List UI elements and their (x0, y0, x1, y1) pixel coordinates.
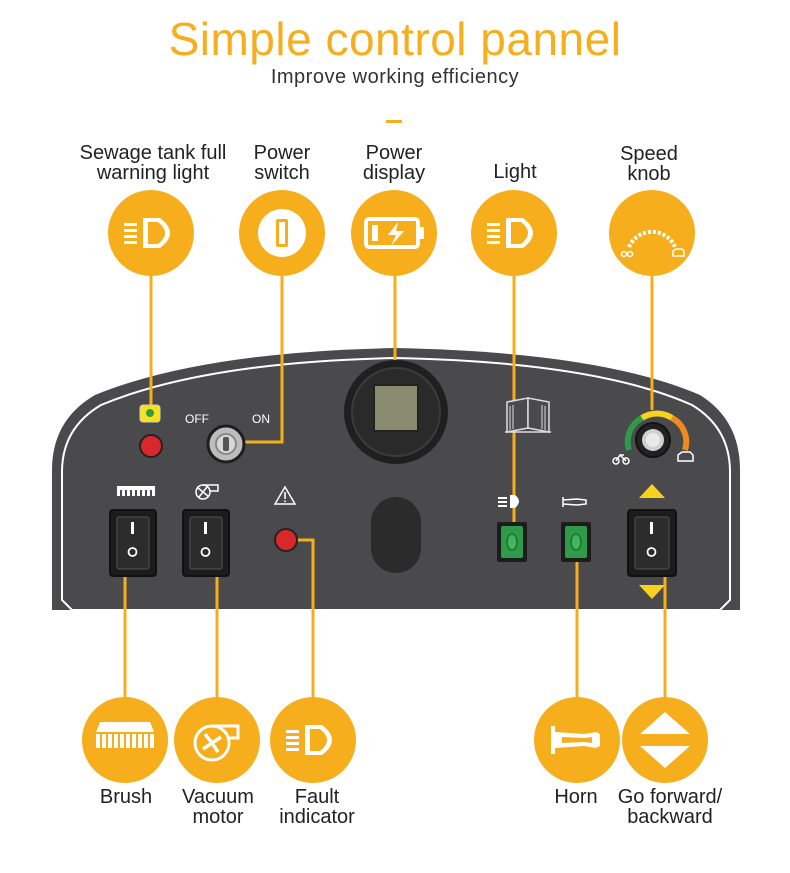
headlight-icon (124, 218, 170, 248)
bicycle-icon (612, 453, 630, 465)
page-title: Simple control pannel (168, 13, 622, 65)
vacuum-panel-icon (195, 484, 219, 500)
horn-icon (551, 726, 600, 754)
horn-green-button (561, 522, 591, 562)
light-panel-icon (498, 495, 519, 508)
forward-arrow (639, 484, 665, 498)
headlight-icon (487, 218, 533, 248)
manual-book-icon (505, 397, 551, 433)
off-label: OFF (185, 412, 209, 426)
sewage-red-indicator (139, 434, 163, 458)
speed-knob-arc-yellow (640, 410, 674, 421)
brush-panel-icon (117, 486, 155, 496)
vacuum-rocker-switch (182, 509, 230, 577)
on-label: ON (252, 412, 270, 426)
speed-gauge-icon (620, 229, 685, 258)
brush-icon (96, 722, 154, 748)
backward-arrow (639, 585, 665, 599)
direction-circle (622, 697, 708, 783)
brush-circle (82, 697, 168, 783)
horn-panel-icon (562, 497, 587, 507)
battery-charging-icon (364, 217, 424, 249)
brush-rocker-switch (109, 509, 157, 577)
warning-triangle-icon (273, 485, 297, 505)
speed-knob-arc-green (624, 415, 644, 451)
headlight-icon (286, 725, 332, 755)
control-panel-border (61, 356, 731, 611)
title-divider (386, 120, 402, 123)
page-subtitle: Improve working efficiency (270, 66, 520, 88)
direction-rocker-switch (627, 509, 677, 577)
fault-red-indicator (274, 528, 298, 552)
label-light: Light (493, 161, 537, 183)
label-brush: Brush (99, 786, 153, 808)
key-switch-icon (258, 209, 306, 257)
power-display-screen (373, 384, 419, 432)
car-icon (677, 451, 694, 462)
label-horn: Horn (554, 786, 598, 808)
speed-knob-circle (609, 190, 695, 276)
vacuum-fan-icon (193, 724, 240, 762)
center-slot (371, 497, 421, 573)
speed-knob-arc-orange (670, 415, 690, 451)
up-down-arrows-icon (640, 712, 690, 768)
label-direction: Go forward/backward (617, 786, 723, 828)
light-green-button (497, 522, 527, 562)
